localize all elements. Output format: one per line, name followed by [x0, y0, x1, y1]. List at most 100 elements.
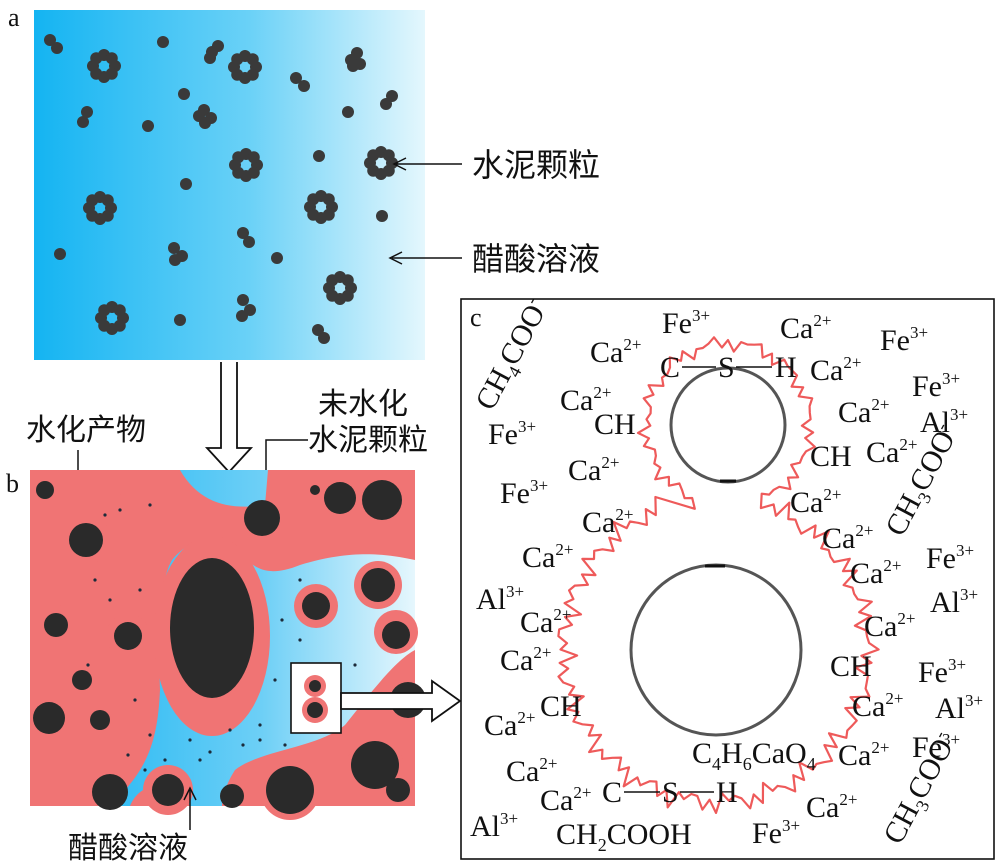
particle-lobe	[247, 151, 260, 164]
ion-dot	[353, 663, 357, 667]
element-symbol: Fe	[662, 307, 692, 340]
ion-dot	[280, 618, 284, 622]
element-symbol: Ca	[540, 784, 573, 817]
cement-particle	[193, 104, 217, 129]
ion-dot	[208, 750, 212, 754]
ch-labels: CH CH CH CH	[540, 408, 872, 723]
cement-particle-label: 水泥颗粒	[472, 146, 600, 184]
ion-dot	[93, 578, 97, 582]
fe3-ion: Fe3+	[912, 730, 960, 764]
ion-dot	[163, 758, 167, 762]
element-symbol: Ca	[568, 454, 601, 487]
particle-grain	[347, 60, 359, 72]
fe3-ion: Fe3+	[662, 306, 710, 340]
particle-grain	[77, 116, 89, 128]
element-symbol: Fe	[912, 370, 942, 403]
element-symbol: Fe	[926, 542, 956, 575]
ca2-ion: Ca2+	[540, 783, 591, 817]
ca2-ion: Ca2+	[560, 383, 611, 417]
element-symbol: Ca	[522, 541, 555, 574]
charge-superscript: 3+	[782, 816, 800, 835]
formula-part: H	[721, 737, 743, 770]
flower-particle	[83, 191, 117, 225]
csh-bottom: C S H	[602, 776, 738, 809]
element-symbol: Ca	[864, 610, 897, 643]
charge-superscript: 2+	[813, 311, 831, 330]
ca2-ion: Ca2+	[780, 311, 831, 345]
cement-particle	[54, 248, 66, 260]
ion-dot	[298, 578, 302, 582]
particle-grain	[142, 120, 154, 132]
calcium-acetate-formula: C4H6CaO4	[692, 737, 816, 774]
flower-particle	[95, 301, 129, 335]
cement-particle	[345, 47, 366, 72]
formula-subscript: 2	[598, 835, 607, 855]
ion-dot	[103, 513, 107, 517]
cement-particle	[237, 227, 255, 248]
unhydrated-label-line2: 水泥颗粒	[308, 423, 428, 458]
element-symbol: Fe	[488, 418, 518, 451]
ca2-ion: Ca2+	[790, 485, 841, 519]
particle-grain	[376, 210, 388, 222]
formula-part: COOH	[607, 818, 692, 851]
charge-superscript: 3+	[965, 691, 983, 710]
element-symbol: Al	[935, 692, 965, 725]
charge-superscript: 3+	[942, 369, 960, 388]
al3-ion: Al3+	[930, 585, 978, 619]
cement-particle	[376, 210, 388, 222]
ion-dot	[241, 743, 245, 747]
csh-top-c: C	[660, 351, 680, 384]
formula-subscript: 4	[807, 754, 816, 774]
zoom-region-particles	[302, 675, 328, 723]
ca2-ion: Ca2+	[864, 609, 915, 643]
ion-dot	[273, 678, 277, 682]
charge-superscript: 3+	[956, 541, 974, 560]
formula-part: C	[692, 737, 712, 770]
element-symbol: Fe	[912, 731, 942, 764]
csh-bottom-c: C	[602, 776, 622, 809]
charge-superscript: 2+	[517, 708, 535, 727]
panel-c: c C S H C S H Fe3+ Fe3+ Fe3+ Fe3	[460, 293, 995, 860]
al3-ion: Al3+	[935, 691, 983, 725]
cement-particle	[142, 120, 154, 132]
particle-grain	[157, 36, 169, 48]
ca2-ion: Ca2+	[866, 435, 917, 469]
al3-ion: Al3+	[476, 582, 524, 616]
element-symbol: Al	[920, 406, 950, 439]
cement-particle	[168, 242, 188, 266]
element-symbol: Ca	[838, 396, 871, 429]
charge-superscript: 2+	[855, 521, 873, 540]
transition-arrow-down	[204, 362, 254, 474]
particle-grain	[342, 106, 354, 118]
ion-dot	[148, 503, 152, 507]
charge-superscript: 2+	[573, 783, 591, 802]
unhydrated-label-line1: 未水化	[318, 387, 408, 422]
panel-a: a 水泥颗粒 醋酸溶液	[8, 3, 600, 360]
charge-superscript: 2+	[555, 540, 573, 559]
particle-grain	[298, 80, 310, 92]
element-symbol: Ca	[780, 312, 813, 345]
ch-label: CH	[594, 408, 636, 441]
charge-superscript: 2+	[871, 738, 889, 757]
charge-superscript: 2+	[593, 383, 611, 402]
flower-particle	[87, 49, 121, 83]
acetic-acid-label-b: 醋酸溶液	[68, 831, 188, 864]
ion-dot	[258, 738, 262, 742]
charge-superscript: 2+	[897, 609, 915, 628]
ch-label: CH	[830, 650, 872, 683]
element-symbol: Ca	[484, 709, 517, 742]
cement-particle	[380, 90, 398, 110]
formula-subscript: 6	[743, 754, 752, 774]
charge-superscript: 2+	[883, 556, 901, 575]
charge-superscript: 2+	[623, 335, 641, 354]
cement-particle	[174, 314, 186, 326]
fe3-ion: Fe3+	[752, 816, 800, 850]
fe3-ion: Fe3+	[918, 655, 966, 689]
flower-particle	[229, 148, 263, 182]
element-symbol: Fe	[880, 324, 910, 357]
charge-superscript: 2+	[823, 485, 841, 504]
cement-particle	[312, 324, 330, 344]
ca2-ion: Ca2+	[838, 395, 889, 429]
charge-superscript: 3+	[500, 809, 518, 828]
element-symbol: Ca	[806, 791, 839, 824]
